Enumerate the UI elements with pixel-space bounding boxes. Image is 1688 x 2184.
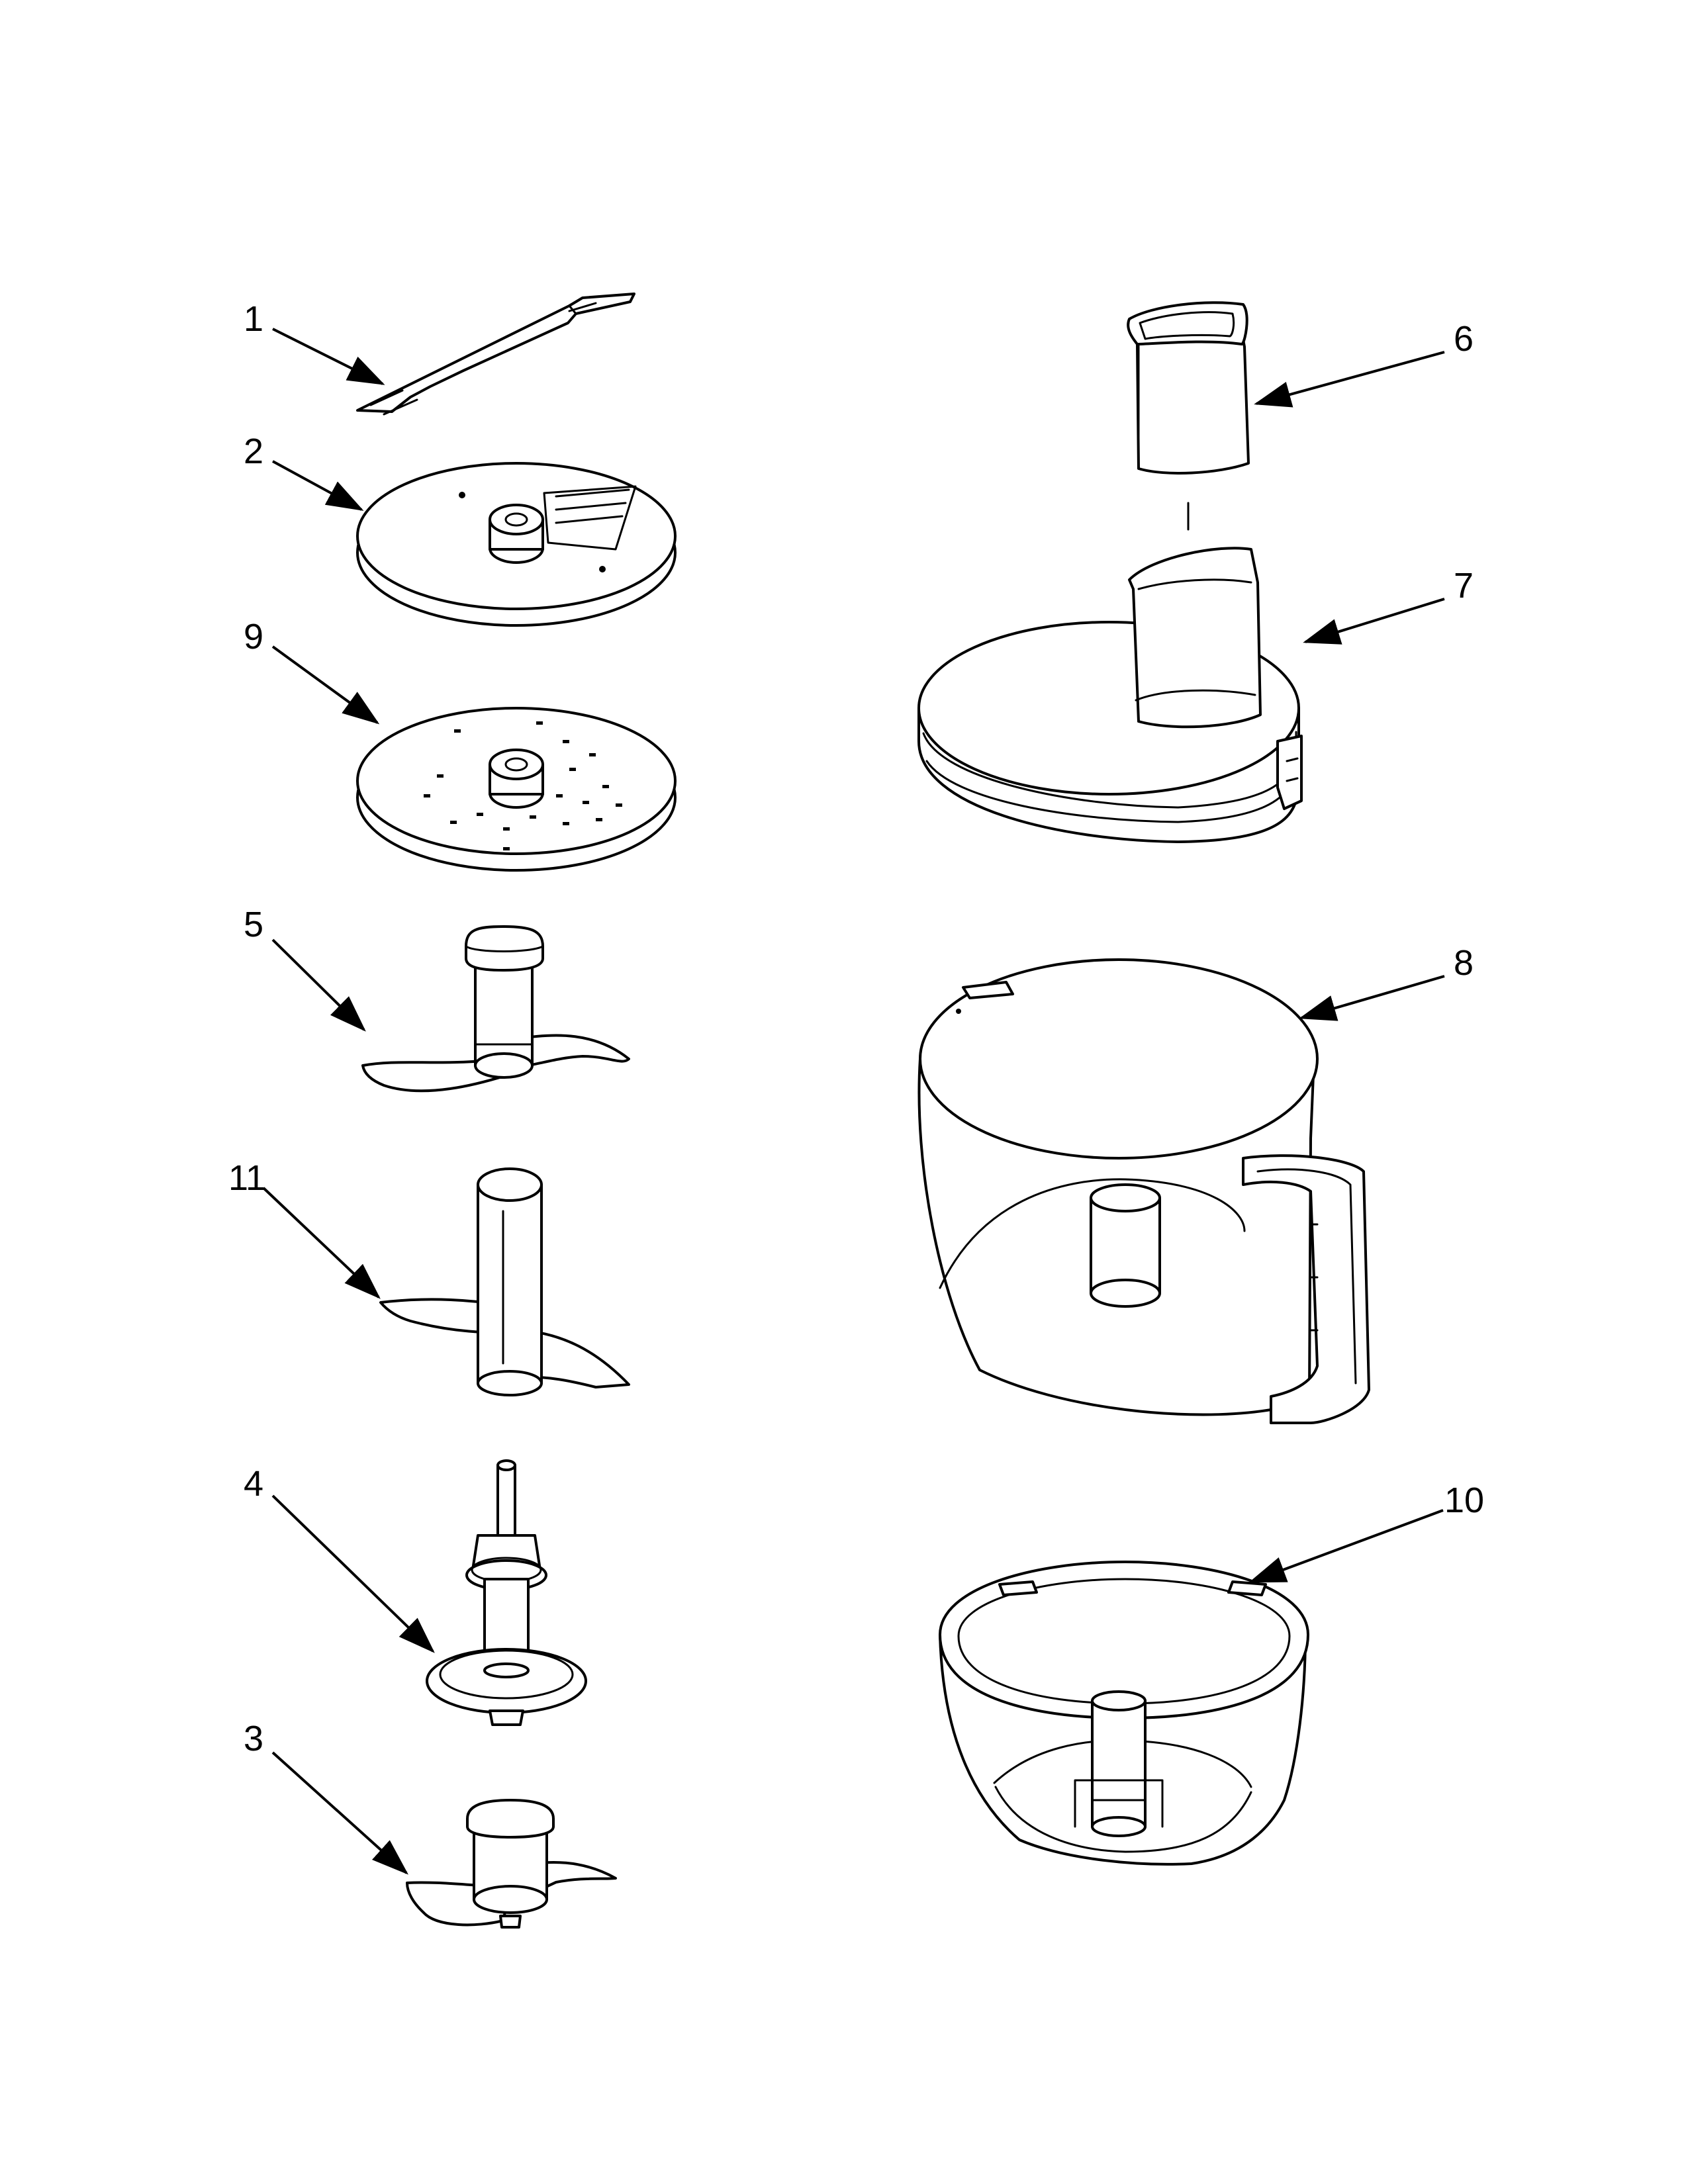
part-9-shredding-disc	[356, 707, 677, 872]
callout-label-10: 10	[1444, 1480, 1484, 1520]
callout-label-7: 7	[1454, 566, 1474, 606]
part-1-spatula	[356, 293, 635, 416]
leader-arrow-5	[271, 938, 366, 1032]
part-5-multipurpose-blade	[361, 925, 630, 1093]
leader-arrow-3	[271, 1751, 408, 1875]
leader-arrow-9	[271, 645, 380, 725]
part-7-work-bowl-cover	[917, 547, 1303, 843]
callout-label-9: 9	[244, 617, 263, 657]
leader-arrow-7	[1303, 598, 1445, 645]
callout-label-4: 4	[244, 1464, 263, 1504]
part-11-dough-blade	[379, 1167, 630, 1396]
part-4-disc-stem	[426, 1459, 587, 1726]
leader-arrow-6	[1254, 351, 1445, 408]
callout-label-1: 1	[244, 299, 263, 339]
leader-arrow-10	[1248, 1509, 1444, 1583]
callout-label-2: 2	[244, 432, 263, 471]
leader-arrow-11	[262, 1187, 381, 1299]
callout-label-6: 6	[1454, 319, 1474, 359]
leader-arrow-1	[272, 328, 385, 385]
leader-arrow-4	[271, 1494, 435, 1653]
callout-label-5: 5	[244, 905, 263, 944]
leader-arrow-2	[272, 460, 364, 511]
callout-label-3: 3	[244, 1719, 263, 1758]
leader-arrow-8	[1299, 975, 1445, 1021]
callout-label-11: 11	[228, 1158, 265, 1198]
callout-label-8: 8	[1454, 943, 1474, 983]
part-3-mini-blade	[406, 1799, 617, 1929]
part-2-slicing-disc	[356, 462, 677, 627]
part-10-mini-bowl	[939, 1561, 1309, 1866]
part-6-food-pusher	[1127, 301, 1250, 475]
part-8-work-bowl	[917, 958, 1370, 1424]
